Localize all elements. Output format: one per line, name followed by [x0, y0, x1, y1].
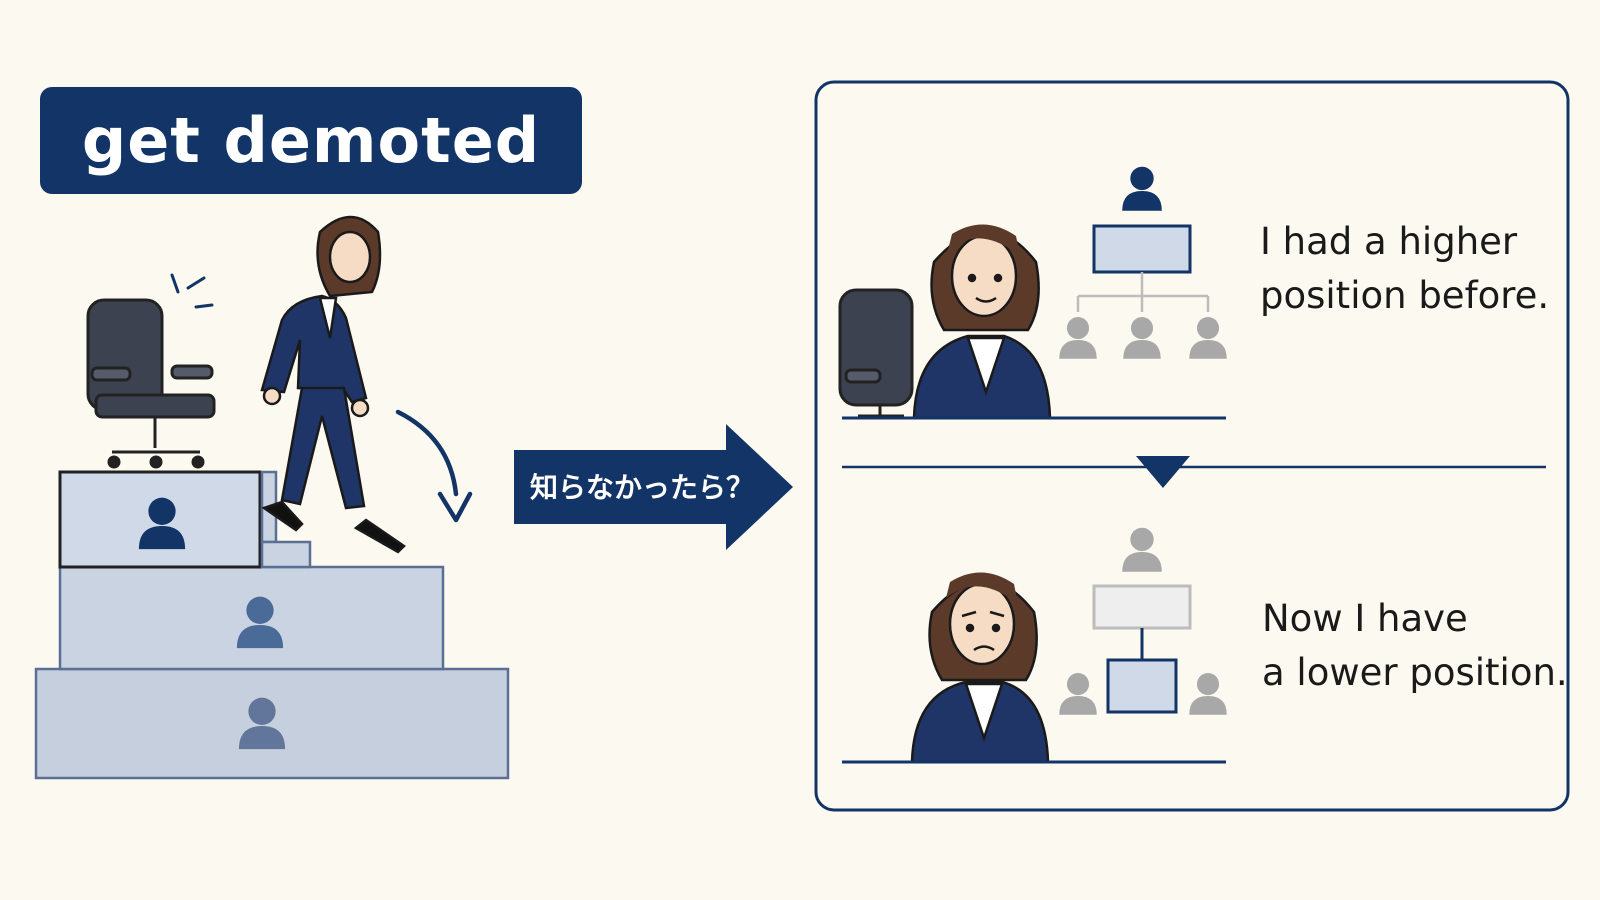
arrow-label: 知らなかったら？: [530, 471, 755, 504]
woman-walking-down: [260, 215, 406, 554]
office-chair-icon: [86, 298, 216, 469]
person-icon: [1123, 317, 1161, 359]
motion-lines: [170, 273, 214, 309]
panel-before-text: I had a higher position before.: [1260, 215, 1549, 323]
title-text: get demoted: [81, 104, 541, 177]
woman-sad: [910, 572, 1050, 764]
office-chair-icon: [838, 288, 914, 418]
person-icon: [1122, 527, 1162, 572]
comparison-panel: [814, 80, 1570, 812]
person-icon: [1122, 166, 1162, 211]
org-chart-icon: [1059, 527, 1227, 715]
panel-divider: [842, 456, 1546, 488]
person-icon: [1059, 317, 1097, 359]
panel-before-line1: I had a higher: [1260, 220, 1518, 263]
panel-now-line2: a lower position.: [1262, 651, 1568, 694]
down-arrow-icon: [395, 409, 473, 523]
title-banner: get demoted: [40, 87, 582, 194]
panel-now-line1: Now I have: [1262, 597, 1468, 640]
person-icon: [1189, 673, 1227, 715]
panel-now-text: Now I have a lower position.: [1262, 592, 1568, 700]
panel-before-line2: position before.: [1260, 274, 1550, 317]
person-icon: [1189, 317, 1227, 359]
right-arrow-icon: [514, 424, 793, 550]
woman-smiling: [912, 224, 1052, 420]
person-icon: [1059, 673, 1097, 715]
org-chart-icon: [1059, 166, 1227, 359]
